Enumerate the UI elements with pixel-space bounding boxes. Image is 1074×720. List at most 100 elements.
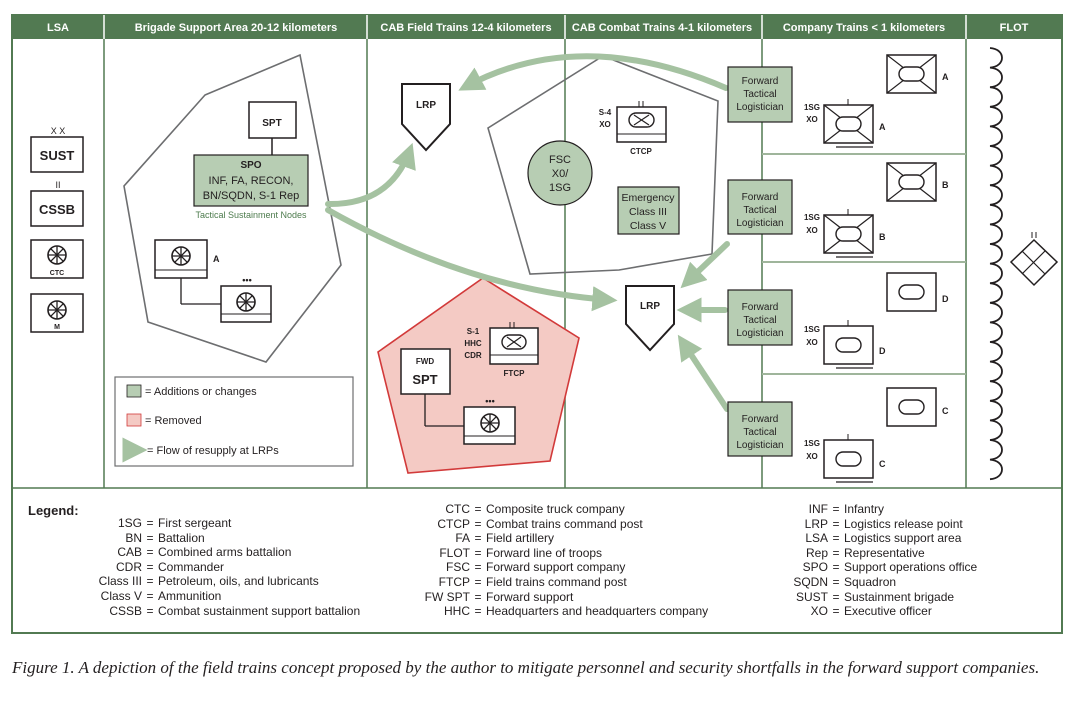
header-brigade-support-area: Brigade Support Area 20-12 kilometers <box>135 22 338 34</box>
key-additions: = Additions or changes <box>145 386 257 398</box>
company-c-unit: C <box>886 387 949 427</box>
svg-text:XO: XO <box>806 452 818 461</box>
legend-equals: = <box>832 574 840 589</box>
bsa-company-a-unit: A <box>154 239 221 305</box>
svg-text:D: D <box>942 294 949 304</box>
legend-description: Infantry <box>844 502 885 516</box>
legend-abbreviation: SPO <box>802 560 828 575</box>
svg-text:Tactical: Tactical <box>743 89 776 100</box>
flot-unit-diamond <box>1009 232 1059 287</box>
svg-text:1SG: 1SG <box>804 325 820 334</box>
header-cab-combat-trains: CAB Combat Trains 4-1 kilometers <box>572 22 752 34</box>
legend-equals: = <box>146 559 154 574</box>
legend-description: Sustainment brigade <box>844 589 955 604</box>
legend-entry: INF=Infantry <box>770 502 977 517</box>
lsa-cssb-unit: II CSSB <box>30 180 84 227</box>
svg-text:A: A <box>942 72 949 82</box>
legend-equals: = <box>146 603 154 618</box>
svg-text:S-4: S-4 <box>599 108 612 117</box>
svg-text:Forward: Forward <box>742 192 779 203</box>
legend-equals: = <box>474 560 482 575</box>
field-support-unit: ••• <box>463 396 516 445</box>
svg-text:SPT: SPT <box>262 118 281 129</box>
legend-description: Forward support <box>486 589 574 604</box>
svg-text:Tactical: Tactical <box>743 205 776 216</box>
legend-abbreviation: FTCP <box>438 574 470 589</box>
company-a-unit: A <box>886 54 949 94</box>
field-trains-lrp: LRP <box>401 83 451 152</box>
svg-text:Tactical: Tactical <box>743 315 776 326</box>
legend-description: Squadron <box>844 574 897 589</box>
legend-abbreviation: FA <box>455 531 470 546</box>
legend-equals: = <box>832 531 840 546</box>
header-lsa: LSA <box>47 22 69 34</box>
svg-text:Emergency: Emergency <box>621 192 675 204</box>
svg-text:HHC: HHC <box>464 339 482 348</box>
legend-entry: XO=Executive officer <box>770 604 977 619</box>
legend-description: Logistics support area <box>844 531 962 546</box>
combat-trains-boundary <box>487 55 719 275</box>
svg-text:Logistician: Logistician <box>736 440 783 451</box>
svg-text:Forward: Forward <box>742 414 779 425</box>
legend-equals: = <box>474 574 482 589</box>
ftl-box-b: Forward Tactical Logistician <box>727 179 793 235</box>
svg-text:Class V: Class V <box>630 220 666 232</box>
legend-entry: LRP=Logistics release point <box>770 517 977 532</box>
legend-description: Petroleum, oils, and lubricants <box>158 574 319 589</box>
legend-abbreviation: LSA <box>805 531 828 546</box>
legend-entry: Class III=Petroleum, oils, and lubricant… <box>60 574 360 589</box>
legend-equals: = <box>474 589 482 604</box>
combat-trains-lrp: LRP <box>625 285 675 352</box>
spo-box: SPO INF, FA, RECON, BN/SQDN, S-1 Rep <box>193 154 309 207</box>
legend-equals: = <box>832 560 840 575</box>
svg-text:B: B <box>942 180 949 190</box>
legend-equals: = <box>474 604 482 619</box>
removed-swatch <box>126 413 142 427</box>
legend-description: Composite truck company <box>486 502 625 516</box>
legend-entry: Class V=Ammunition <box>60 589 360 604</box>
wheel-icon <box>236 292 256 312</box>
legend-equals: = <box>474 545 482 560</box>
legend-equals: = <box>146 588 154 603</box>
company-c-command-post: 1SG XO C <box>804 434 886 483</box>
legend-abbreviation: XO <box>810 604 828 619</box>
legend-entry: CSSB=Combat sustainment support battalio… <box>60 604 360 619</box>
svg-text:Class III: Class III <box>629 206 667 218</box>
legend-abbreviation: LRP <box>804 516 828 531</box>
arrow-ftl-to-field-lrp <box>458 53 729 91</box>
legend-description: Combined arms battalion <box>158 545 292 560</box>
bsa-spt-unit: X SPT <box>248 101 297 155</box>
legend-abbreviation: CDR <box>116 559 142 574</box>
spo-title: SPO <box>240 160 261 171</box>
legend-description: Logistics release point <box>844 516 963 531</box>
legend-description: Forward line of troops <box>486 545 603 560</box>
svg-text:X X: X X <box>51 126 66 136</box>
legend-entry: FSC=Forward support company <box>390 560 708 575</box>
legend-description: Field artillery <box>486 531 555 546</box>
arrow-spo-to-combat-lrp <box>325 207 618 312</box>
wheel-icon <box>480 413 500 433</box>
legend-description: Field trains command post <box>486 574 627 589</box>
ctcp-unit: S-4 XO CTCP <box>599 101 667 156</box>
svg-text:XO: XO <box>599 120 611 129</box>
legend-abbreviation: SQDN <box>793 574 828 589</box>
legend-entry: BN=Battalion <box>60 531 360 546</box>
header-flot: FLOT <box>1000 22 1029 34</box>
svg-text:FSC: FSC <box>549 154 571 166</box>
resupply-arrows <box>325 53 730 412</box>
legend-entry: Rep=Representative <box>770 546 977 561</box>
svg-text:XO: XO <box>806 115 818 124</box>
ftl-box-d: Forward Tactical Logistician <box>727 289 793 346</box>
legend-description: Executive officer <box>844 604 932 619</box>
wheel-icon <box>171 246 191 266</box>
flot-line <box>989 47 1003 481</box>
legend-entry: FW SPT=Forward support <box>390 590 708 605</box>
svg-text:M: M <box>54 324 60 331</box>
legend-entry: FA=Field artillery <box>390 531 708 546</box>
company-b-unit: B <box>886 162 949 202</box>
svg-text:CTC: CTC <box>50 270 64 277</box>
header-cab-field-trains: CAB Field Trains 12-4 kilometers <box>380 22 551 34</box>
svg-text:C: C <box>879 459 886 469</box>
arrow-spo-to-field-lrp <box>325 142 416 208</box>
sust-label: SUST <box>40 148 75 163</box>
